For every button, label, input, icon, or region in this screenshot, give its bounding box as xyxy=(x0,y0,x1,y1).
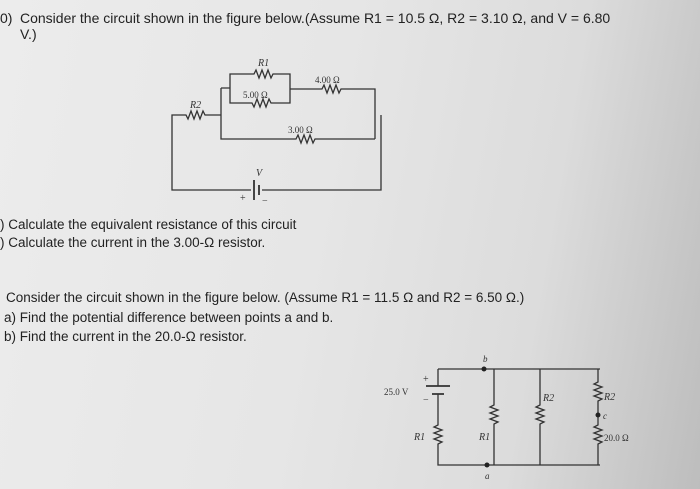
problem1-part-b: ) Calculate the current in the 3.00-Ω re… xyxy=(0,235,266,250)
problem2-text: Consider the circuit shown in the figure… xyxy=(6,290,525,305)
label-r2-right: R2 xyxy=(603,392,615,403)
label-5ohm: 5.00 Ω xyxy=(243,90,268,100)
problem1-text-line2: V.) xyxy=(20,26,37,42)
label-plus-2: + xyxy=(423,374,429,385)
node-c xyxy=(595,412,601,418)
problem2-part-a: a) Find the potential difference between… xyxy=(4,310,334,325)
circuit-diagram-2 xyxy=(426,368,604,466)
problem2-part-b: b) Find the current in the 20.0-Ω resist… xyxy=(4,329,247,344)
label-c: c xyxy=(603,411,607,421)
problem1-text-line1: Consider the circuit shown in the figure… xyxy=(20,10,611,26)
label-minus-2: − xyxy=(423,395,429,406)
label-plus: + xyxy=(240,193,246,204)
label-minus: − xyxy=(262,196,268,207)
label-4ohm: 4.00 Ω xyxy=(315,75,340,85)
label-a: a xyxy=(485,471,490,481)
label-r2-mid: R2 xyxy=(542,393,554,404)
node-a xyxy=(484,462,490,468)
problem1-part-a: ) Calculate the equivalent resistance of… xyxy=(0,217,297,232)
label-v: V xyxy=(256,168,264,179)
label-20ohm: 20.0 Ω xyxy=(604,433,629,443)
problem1-number: 0) xyxy=(0,10,13,26)
label-b: b xyxy=(483,354,488,364)
label-emf: 25.0 V xyxy=(384,387,409,397)
label-r2: R2 xyxy=(189,100,201,111)
label-3ohm: 3.00 Ω xyxy=(288,125,313,135)
label-r1-mid: R1 xyxy=(478,432,490,443)
label-r1: R1 xyxy=(257,58,269,69)
node-b xyxy=(481,366,487,372)
label-r1-left: R1 xyxy=(413,432,425,443)
